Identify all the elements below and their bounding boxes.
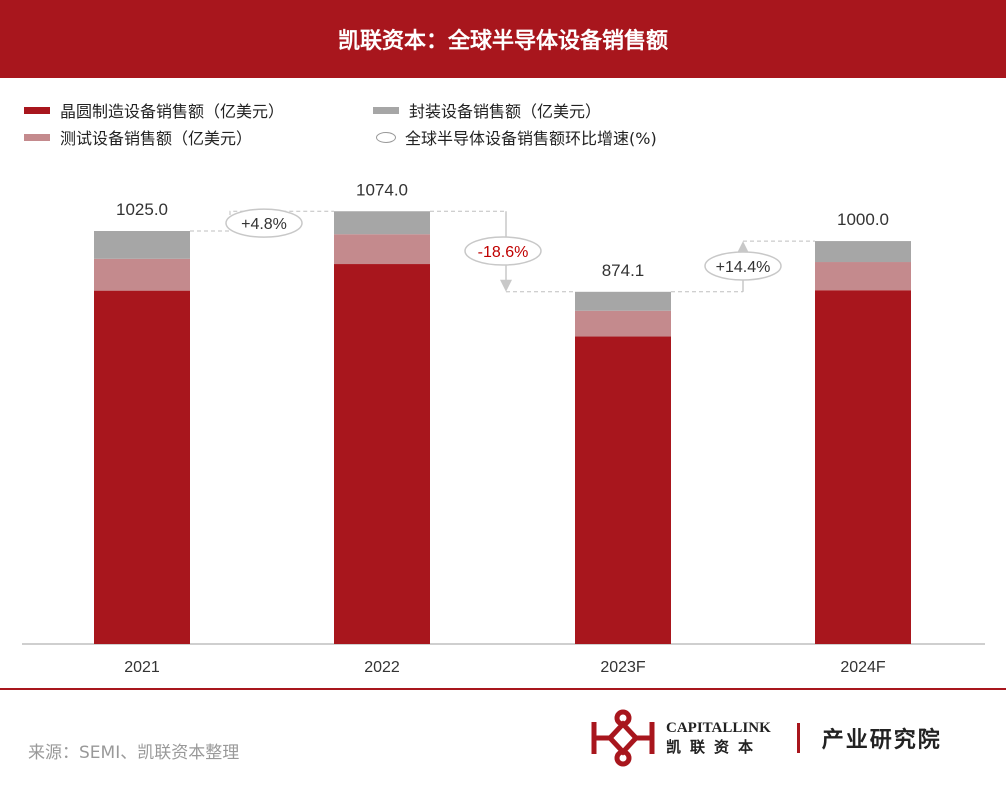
legend-item-test: 测试设备销售额（亿美元）	[24, 125, 252, 149]
bar-segment	[815, 290, 911, 644]
legend-swatch	[24, 133, 50, 141]
x-tick-label: 2021	[124, 659, 160, 676]
bar-segment	[334, 264, 430, 644]
logo-divider	[796, 723, 800, 753]
total-label: 1074.0	[356, 180, 408, 199]
legend-item-wafer: 晶圆制造设备销售额（亿美元）	[24, 98, 284, 122]
growth-ellipse	[225, 208, 303, 238]
bar-segment	[334, 234, 430, 265]
ellipse-icon	[376, 131, 396, 143]
bar-segment	[815, 262, 911, 291]
x-tick-label: 2022	[364, 659, 400, 676]
legend-label: 全球半导体设备销售额环比增速(%)	[405, 129, 657, 148]
institute-name: 产业研究院	[821, 727, 942, 753]
bar-segment	[94, 258, 190, 291]
arrow-head-icon	[500, 279, 512, 292]
growth-label: +4.8%	[241, 216, 287, 233]
bar-segment	[94, 231, 190, 259]
x-tick-label: 2023F	[600, 659, 646, 676]
growth-ellipse	[704, 251, 782, 281]
source-note: 来源：SEMI、凯联资本整理	[28, 743, 240, 763]
legend-label: 测试设备销售额（亿美元）	[60, 129, 253, 148]
bar-segment	[334, 211, 430, 235]
legend-swatch	[24, 106, 50, 114]
divider	[0, 688, 1006, 690]
growth-label: -18.6%	[478, 244, 529, 261]
brand-name-en: CAPITALLINK	[666, 720, 771, 736]
legend-label: 晶圆制造设备销售额（亿美元）	[60, 102, 285, 121]
bar-segment	[815, 241, 911, 263]
bar-segment	[94, 290, 190, 644]
legend-item-packaging: 封装设备销售额（亿美元）	[373, 98, 601, 122]
growth-ellipse	[464, 236, 542, 266]
brand-name-cn: 凯联资本	[666, 738, 763, 756]
bar-segment	[575, 336, 671, 644]
total-label: 874.1	[602, 261, 645, 280]
x-tick-label: 2024F	[840, 659, 886, 676]
legend-swatch	[373, 106, 399, 114]
capitallink-logo: CAPITALLINK 凯联资本 产业研究院	[590, 708, 942, 768]
arrow-head-icon	[737, 241, 749, 254]
stacked-bar-chart: 1025.0 2021 1074.0 2022 874.1 2023F 1000.0 2024…	[22, 180, 985, 676]
total-label: 1000.0	[837, 210, 889, 229]
legend-item-growth: 全球半导体设备销售额环比增速(%)	[376, 125, 657, 149]
chart-title: 凯联资本：全球半导体设备销售额	[0, 0, 1006, 78]
legend-label: 封装设备销售额（亿美元）	[409, 102, 602, 121]
bar-segment	[575, 310, 671, 337]
logo-mark-icon	[591, 709, 655, 767]
growth-label: +14.4%	[716, 259, 771, 276]
total-label: 1025.0	[116, 200, 168, 219]
bar-segment	[575, 291, 671, 311]
